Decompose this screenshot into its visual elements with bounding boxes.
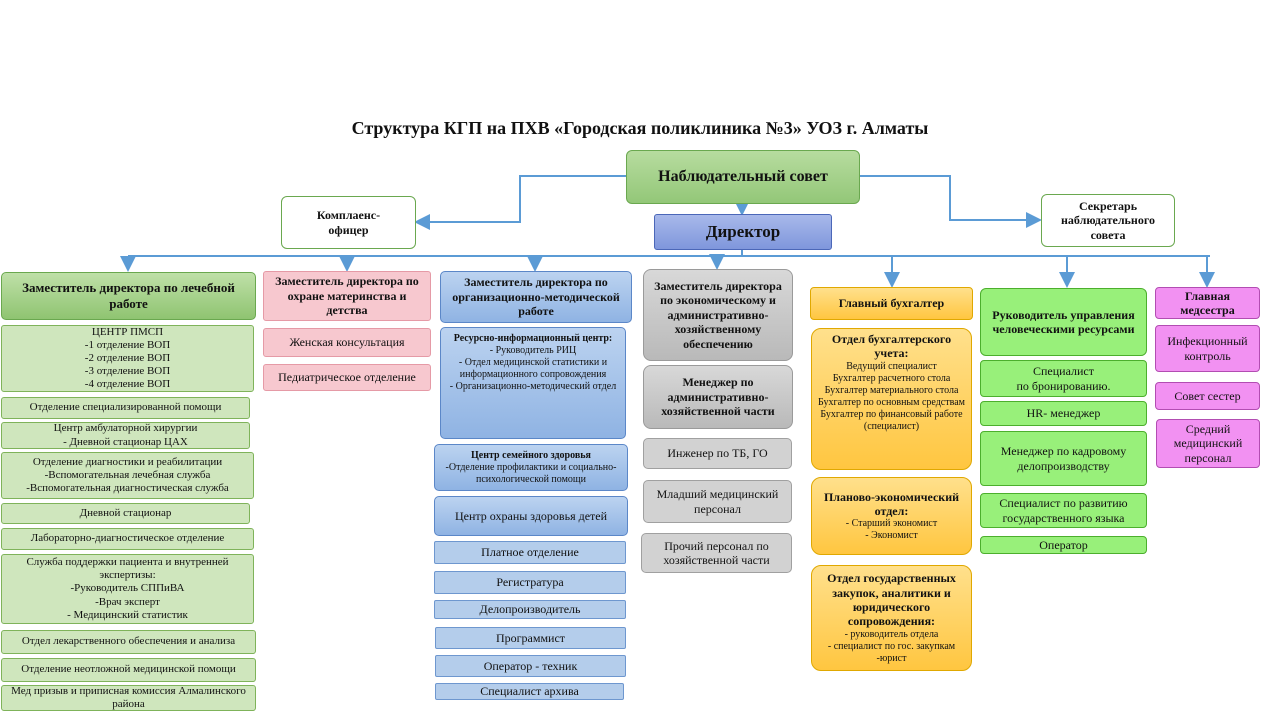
col1-item-specialized: Отделение специализированной помощи [1, 397, 250, 419]
page-title: Структура КГП на ПХВ «Городская поликлин… [351, 118, 929, 138]
procurement-details: - руководитель отдела - специалист по го… [827, 628, 956, 664]
col1-item-day-hospital: Дневной стационар [1, 503, 250, 524]
col7-item-nursing-staff: Средний медицинский персонал [1156, 419, 1260, 468]
col3-item-registry: Регистратура [434, 571, 626, 594]
col3-item-clerk: Делопроизводитель [434, 600, 626, 619]
resource-center-details: - Руководитель РИЦ - Отдел медицинской с… [449, 345, 617, 392]
col3-item-child-health: Центр охраны здоровья детей [434, 496, 628, 536]
chief-accountant-box: Главный бухгалтер [810, 287, 973, 320]
col3-item-family-health: Центр семейного здоровья -Отделение проф… [434, 444, 628, 491]
col1-item-conscription: Мед призыв и приписная комиссия Алмалинс… [1, 685, 256, 711]
accounting-title: Отдел бухгалтерского учета: [831, 332, 952, 361]
board-secretary-box: Секретарь наблюдательного совета [1041, 194, 1175, 247]
compliance-officer-box: Комплаенс- офицер [281, 196, 416, 249]
col5-item-accounting: Отдел бухгалтерского учета: Ведущий спец… [811, 328, 972, 470]
col7-item-infection-control: Инфекционный контроль [1155, 325, 1260, 372]
col1-item-phc-center: ЦЕНТР ПМСП -1 отделение ВОП -2 отделение… [1, 325, 254, 392]
col2-item-womens-clinic: Женская консультация [263, 328, 431, 357]
deputy-maternity-box: Заместитель директора по охране материнс… [263, 271, 431, 321]
col3-item-archive: Специалист архива [435, 683, 624, 700]
procurement-title: Отдел государственных закупок, аналитики… [827, 571, 956, 629]
col1-item-surgery: Центр амбулаторной хирургии - Дневной ст… [1, 422, 250, 449]
head-nurse-box: Главная медсестра [1155, 287, 1260, 319]
resource-center-title: Ресурсно-информационный центр: [453, 333, 613, 344]
col2-item-pediatric: Педиатрическое отделение [263, 364, 431, 391]
col6-item-hr-manager: HR- менеджер [980, 401, 1147, 426]
col3-item-paid-dept: Платное отделение [434, 541, 626, 564]
accounting-details: Ведущий специалист Бухгалтер расчетного … [818, 360, 965, 432]
col4-item-engineer: Инженер по ТБ, ГО [643, 438, 792, 469]
col6-item-operator: Оператор [980, 536, 1147, 554]
director-box: Директор [654, 214, 832, 250]
col3-item-programmer: Программист [435, 627, 626, 649]
col3-item-operator-tech: Оператор - техник [435, 655, 626, 677]
col5-item-planning: Планово-экономический отдел: - Старший э… [811, 477, 972, 555]
col6-item-reservation: Специалист по бронированию. [980, 360, 1147, 397]
col4-item-admin-manager: Менеджер по административно-хозяйственно… [643, 365, 793, 429]
deputy-methodology-box: Заместитель директора по организационно-… [440, 271, 632, 323]
col4-item-junior-staff: Младший медицинский персонал [643, 480, 792, 523]
family-health-details: -Отделение профилактики и социально-псих… [445, 461, 617, 485]
col6-item-records: Менеджер по кадровому делопроизводству [980, 431, 1147, 486]
col1-item-laboratory: Лабораторно-диагностическое отделение [1, 528, 254, 550]
hr-head-box: Руководитель управления человеческими ре… [980, 288, 1147, 356]
col4-item-other-staff: Прочий персонал по хозяйственной части [641, 533, 792, 573]
col1-item-emergency: Отделение неотложной медицинской помощи [1, 658, 256, 682]
col3-item-resource-center: Ресурсно-информационный центр: - Руковод… [440, 327, 626, 439]
col7-item-nurse-council: Совет сестер [1155, 382, 1260, 410]
deputy-medical-box: Заместитель директора по лечебной работе [1, 272, 256, 320]
col1-item-patient-support: Служба поддержки пациента и внутренней э… [1, 554, 254, 624]
deputy-economic-box: Заместитель директора по экономическому … [643, 269, 793, 361]
col5-item-procurement: Отдел государственных закупок, аналитики… [811, 565, 972, 671]
col1-item-drug-supply: Отдел лекарственного обеспечения и анали… [1, 630, 256, 654]
col6-item-language: Специалист по развитию государственного … [980, 493, 1147, 528]
supervisory-board-box: Наблюдательный совет [626, 150, 860, 204]
family-health-title: Центр семейного здоровья [471, 449, 591, 461]
col1-item-diagnostics: Отделение диагностики и реабилитации -Вс… [1, 452, 254, 499]
planning-details: - Старший экономист - Экономист [845, 518, 938, 542]
planning-title: Планово-экономический отдел: [823, 489, 960, 518]
